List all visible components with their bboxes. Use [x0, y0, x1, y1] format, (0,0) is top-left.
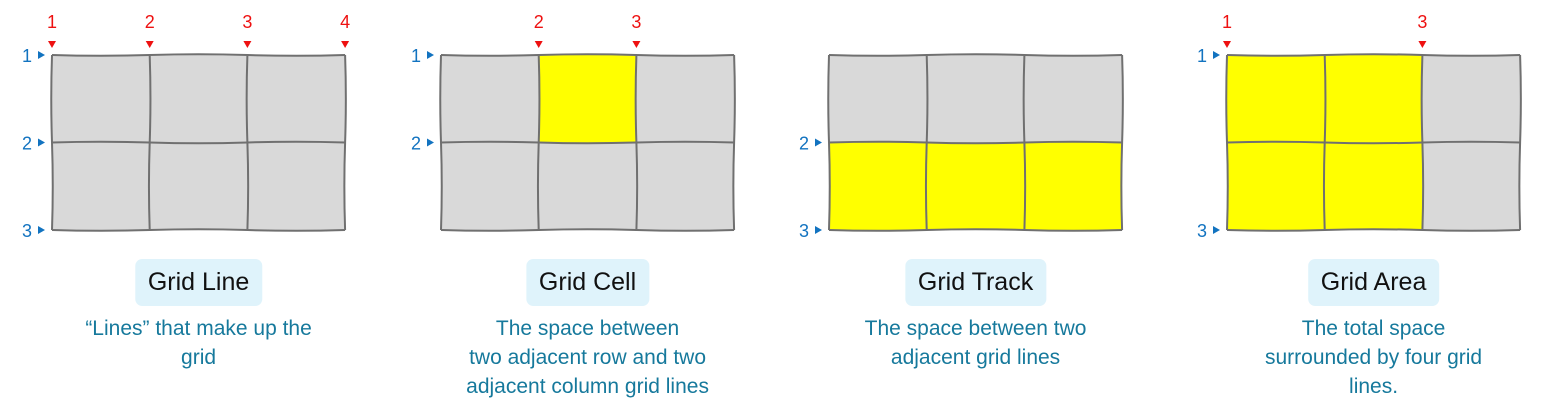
right-arrow-icon: [1213, 226, 1220, 234]
row-line-number: 2: [799, 134, 809, 154]
grid-cell: [441, 55, 539, 143]
column-line-number: 3: [1417, 12, 1427, 32]
row-line-number: 3: [799, 221, 809, 241]
grid-cell: [441, 142, 539, 230]
down-arrow-icon: [48, 41, 56, 48]
highlighted-cell: [1227, 55, 1325, 143]
right-arrow-icon: [815, 226, 822, 234]
highlighted-cell: [1024, 142, 1123, 230]
column-line-number: 1: [47, 12, 57, 32]
right-arrow-icon: [38, 226, 45, 234]
highlighted-cell: [1324, 142, 1423, 230]
row-grid-line: [440, 228, 735, 232]
grid-cell: [1422, 142, 1521, 230]
row-line-number: 2: [411, 134, 421, 154]
right-arrow-icon: [427, 51, 434, 59]
right-arrow-icon: [1213, 51, 1220, 59]
down-arrow-icon: [632, 41, 641, 48]
grid-cell: [52, 142, 150, 230]
row-line-number: 1: [1197, 46, 1207, 66]
term-description: The space between two adjacent row and tw…: [423, 314, 753, 401]
down-arrow-icon: [1223, 41, 1231, 48]
grid-cell: [926, 55, 1025, 143]
term-title: Grid Line: [134, 259, 263, 306]
right-arrow-icon: [38, 51, 45, 59]
description-line: The total space: [1301, 317, 1446, 340]
column-line-number: 3: [631, 12, 641, 32]
grid-cell: [247, 55, 346, 143]
right-arrow-icon: [815, 138, 822, 147]
row-line-number: 1: [22, 46, 32, 66]
grid-cell: [1422, 55, 1521, 143]
highlighted-cell: [1227, 142, 1325, 230]
row-grid-line: [440, 140, 735, 145]
grid-illustration: 1 2 3 4 1 2 3: [22, 12, 350, 241]
term-description: The space between two adjacent grid lines: [811, 314, 1141, 372]
row-grid-line: [440, 53, 735, 57]
description-line: The space between: [495, 317, 680, 340]
highlighted-cell: [926, 142, 1025, 230]
description-line: surrounded by four grid: [1264, 346, 1483, 369]
down-arrow-icon: [145, 41, 154, 48]
row-grid-line: [828, 140, 1123, 145]
description-line: adjacent grid lines: [890, 346, 1061, 369]
term-description: “Lines” that make up the grid: [34, 314, 364, 372]
term-description: The total space surrounded by four grid li…: [1209, 314, 1539, 401]
highlighted-cell: [1324, 55, 1423, 143]
grid-cell: [538, 142, 637, 230]
grid-illustration: 1 3 1 3: [1197, 12, 1522, 241]
column-line-number: 2: [145, 12, 155, 32]
grid-cell: [829, 55, 927, 143]
row-grid-line: [51, 140, 346, 145]
grid-cell: [636, 55, 735, 143]
grid-cell: [636, 142, 735, 230]
row-line-number: 1: [411, 46, 421, 66]
right-arrow-icon: [427, 138, 434, 147]
description-line: “Lines” that make up the: [85, 317, 312, 340]
grid-cell: [149, 142, 248, 230]
description-line: adjacent column grid lines: [466, 375, 709, 398]
description-line: grid: [181, 346, 217, 369]
grid-cell: [149, 55, 248, 143]
row-grid-line: [1226, 140, 1521, 145]
row-grid-line: [828, 228, 1123, 232]
row-grid-line: [1226, 53, 1521, 57]
row-grid-line: [1226, 228, 1521, 232]
term-title: Grid Track: [904, 259, 1047, 306]
term-title: Grid Area: [1307, 259, 1440, 306]
down-arrow-icon: [534, 41, 543, 48]
row-grid-line: [51, 228, 346, 232]
highlighted-cell: [538, 55, 637, 143]
grid-illustration: 2 3 1 2: [411, 12, 736, 232]
row-grid-line: [828, 53, 1123, 57]
grid-cell: [52, 55, 150, 143]
row-line-number: 2: [22, 134, 32, 154]
column-line-number: 4: [340, 12, 350, 32]
down-arrow-icon: [341, 41, 350, 48]
description-line: lines.: [1349, 375, 1399, 398]
highlighted-cell: [829, 142, 927, 230]
term-title: Grid Cell: [525, 259, 650, 306]
row-grid-line: [51, 53, 346, 57]
row-line-number: 3: [22, 221, 32, 241]
row-line-number: 3: [1197, 221, 1207, 241]
column-line-number: 1: [1222, 12, 1232, 32]
down-arrow-icon: [1418, 41, 1427, 48]
grid-cell: [1024, 55, 1123, 143]
description-line: The space between two: [864, 317, 1087, 340]
description-line: two adjacent row and two: [469, 346, 707, 369]
right-arrow-icon: [38, 138, 45, 147]
column-line-number: 2: [534, 12, 544, 32]
column-line-number: 3: [242, 12, 252, 32]
grid-cell: [247, 142, 346, 230]
grid-illustration: 23: [799, 53, 1124, 241]
down-arrow-icon: [243, 41, 252, 48]
